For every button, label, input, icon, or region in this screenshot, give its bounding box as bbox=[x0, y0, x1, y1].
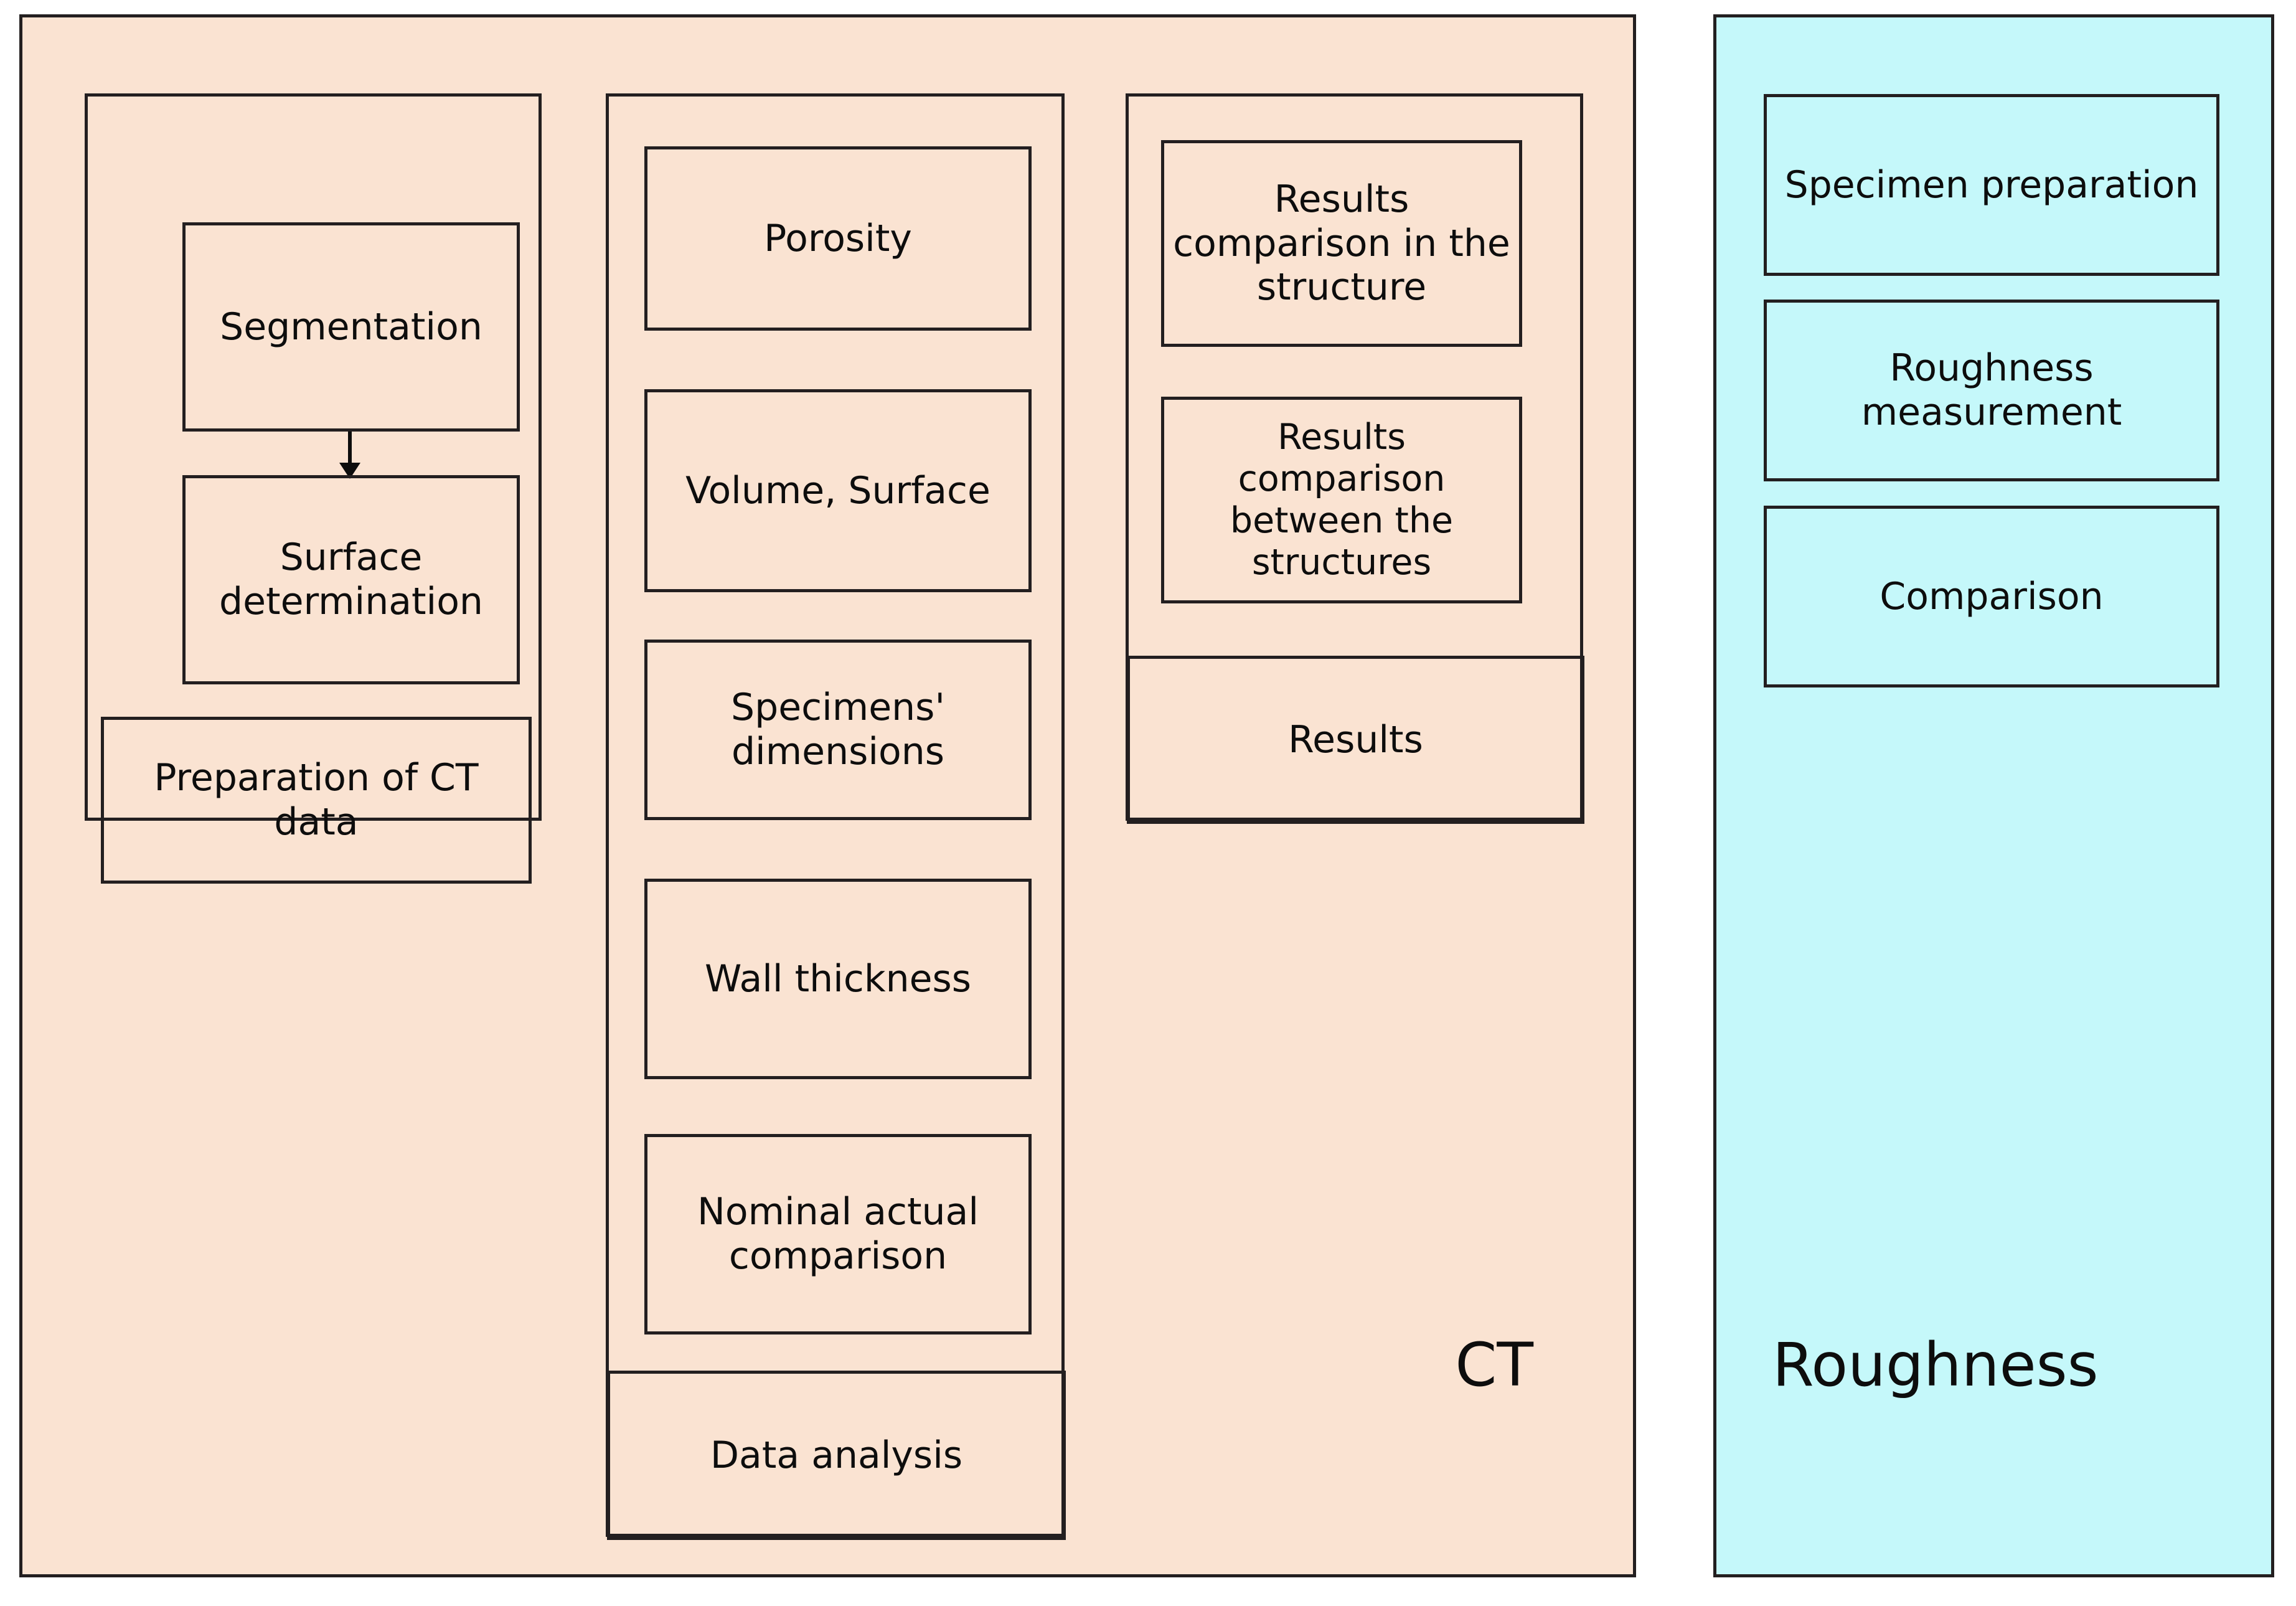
ct-step-surface-determination-label: Surface determination bbox=[219, 536, 483, 623]
ct-step-wall-thickness[interactable]: Wall thickness bbox=[644, 879, 1032, 1079]
ct-step-surface-determination[interactable]: Surface determination bbox=[182, 475, 520, 684]
roughness-step-comparison[interactable]: Comparison bbox=[1764, 506, 2219, 687]
ct-step-nominal-actual-comparison[interactable]: Nominal actual comparison bbox=[644, 1134, 1032, 1334]
ct-step-segmentation-label: Segmentation bbox=[220, 305, 482, 349]
ct-stage-results[interactable]: Results bbox=[1127, 656, 1584, 824]
ct-preparation-group: Segmentation Surface determination Prepa… bbox=[85, 93, 542, 884]
ct-step-porosity[interactable]: Porosity bbox=[644, 146, 1032, 331]
ct-step-volume-surface-label: Volume, Surface bbox=[685, 468, 990, 513]
roughness-step-comparison-label: Comparison bbox=[1880, 574, 2104, 618]
ct-panel: Segmentation Surface determination Prepa… bbox=[19, 14, 1636, 1577]
ct-stage-results-label: Results bbox=[1288, 717, 1423, 762]
roughness-step-roughness-measurement[interactable]: Roughness measurement bbox=[1764, 300, 2219, 481]
ct-step-volume-surface[interactable]: Volume, Surface bbox=[644, 389, 1032, 592]
ct-step-nominal-actual-comparison-label: Nominal actual comparison bbox=[697, 1190, 979, 1278]
ct-step-specimens-dimensions[interactable]: Specimens' dimensions bbox=[644, 640, 1032, 820]
ct-stage-data-analysis-label: Data analysis bbox=[710, 1433, 963, 1477]
ct-data-analysis-group: Porosity Volume, Surface Specimens' dime… bbox=[606, 93, 1066, 1540]
roughness-step-specimen-preparation-label: Specimen preparation bbox=[1784, 163, 2199, 207]
arrow-down-icon bbox=[339, 432, 360, 479]
roughness-step-specimen-preparation[interactable]: Specimen preparation bbox=[1764, 94, 2219, 276]
roughness-panel-label: Roughness bbox=[1772, 1330, 2099, 1400]
ct-step-specimens-dimensions-label: Specimens' dimensions bbox=[731, 686, 945, 773]
ct-panel-label: CT bbox=[1455, 1330, 1533, 1400]
ct-step-results-comparison-in-structure-label: Results comparison in the structure bbox=[1173, 177, 1510, 309]
ct-step-results-comparison-between-structures[interactable]: Results comparison between the structure… bbox=[1161, 397, 1522, 603]
ct-stage-preparation-of-ct-data[interactable]: Preparation of CT data bbox=[101, 717, 532, 884]
ct-results-group: Results comparison in the structure Resu… bbox=[1126, 93, 1584, 824]
roughness-panel: Specimen preparation Roughness measureme… bbox=[1713, 14, 2274, 1577]
ct-step-wall-thickness-label: Wall thickness bbox=[704, 957, 972, 1001]
ct-stage-data-analysis[interactable]: Data analysis bbox=[607, 1371, 1066, 1540]
ct-step-results-comparison-in-structure[interactable]: Results comparison in the structure bbox=[1161, 140, 1522, 347]
ct-step-segmentation[interactable]: Segmentation bbox=[182, 222, 520, 432]
ct-step-porosity-label: Porosity bbox=[764, 216, 912, 260]
ct-step-results-comparison-between-structures-label: Results comparison between the structure… bbox=[1230, 416, 1454, 583]
ct-stage-preparation-of-ct-data-label: Preparation of CT data bbox=[154, 756, 479, 844]
roughness-step-roughness-measurement-label: Roughness measurement bbox=[1861, 346, 2122, 434]
